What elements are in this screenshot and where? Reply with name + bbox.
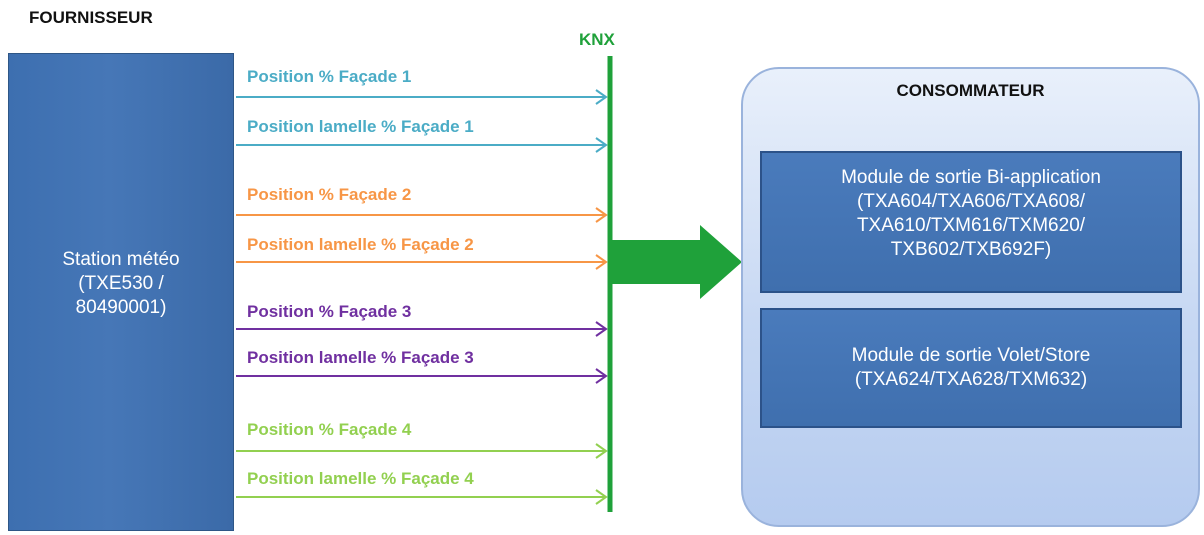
signal-label-3: Position % Façade 2 bbox=[247, 185, 412, 204]
signal-arrowhead-4 bbox=[595, 254, 608, 270]
signal-arrowhead-8 bbox=[595, 489, 608, 505]
signal-label-6: Position lamelle % Façade 3 bbox=[247, 348, 474, 367]
signal-arrowhead-2 bbox=[595, 137, 608, 153]
module-volet-line-1: Module de sortie Volet/Store bbox=[851, 345, 1091, 366]
station-line-1: Station météo bbox=[62, 249, 180, 270]
module-bi-application: Module de sortie Bi-application (TXA604/… bbox=[760, 151, 1182, 293]
signal-label-4: Position lamelle % Façade 2 bbox=[247, 235, 474, 254]
module-bi-line-3: TXA610/TXM616/TXM620/ bbox=[856, 215, 1086, 236]
module-bi-line-2: (TXA604/TXA606/TXA608/ bbox=[856, 191, 1086, 212]
signal-arrowhead-6 bbox=[595, 368, 608, 384]
module-bi-line-4: TXB602/TXB692F) bbox=[890, 239, 1052, 260]
module-bi-line-1: Module de sortie Bi-application bbox=[841, 167, 1101, 188]
weather-station-box bbox=[8, 53, 234, 531]
signal-label-8: Position lamelle % Façade 4 bbox=[247, 469, 474, 488]
weather-station-label: Station météo (TXE530 / 80490001) bbox=[8, 248, 234, 320]
signal-arrowhead-5 bbox=[595, 321, 608, 337]
signal-label-7: Position % Façade 4 bbox=[247, 420, 412, 439]
station-line-2: (TXE530 / bbox=[78, 273, 164, 294]
module-volet-store: Module de sortie Volet/Store (TXA624/TXA… bbox=[760, 308, 1182, 428]
station-line-3: 80490001) bbox=[75, 297, 167, 318]
signal-label-2: Position lamelle % Façade 1 bbox=[247, 117, 474, 136]
supplier-title: FOURNISSEUR bbox=[29, 8, 153, 27]
knx-bus-label: KNX bbox=[579, 30, 615, 49]
signal-arrowhead-7 bbox=[595, 443, 608, 459]
consumer-panel bbox=[741, 67, 1200, 527]
signal-label-5: Position % Façade 3 bbox=[247, 302, 412, 321]
knx-to-consumer-arrow bbox=[610, 225, 742, 299]
consumer-title: CONSOMMATEUR bbox=[896, 81, 1045, 100]
signal-arrowhead-1 bbox=[595, 89, 608, 105]
signal-arrowhead-3 bbox=[595, 207, 608, 223]
signal-label-1: Position % Façade 1 bbox=[247, 67, 412, 86]
module-volet-line-2: (TXA624/TXA628/TXM632) bbox=[854, 369, 1088, 390]
